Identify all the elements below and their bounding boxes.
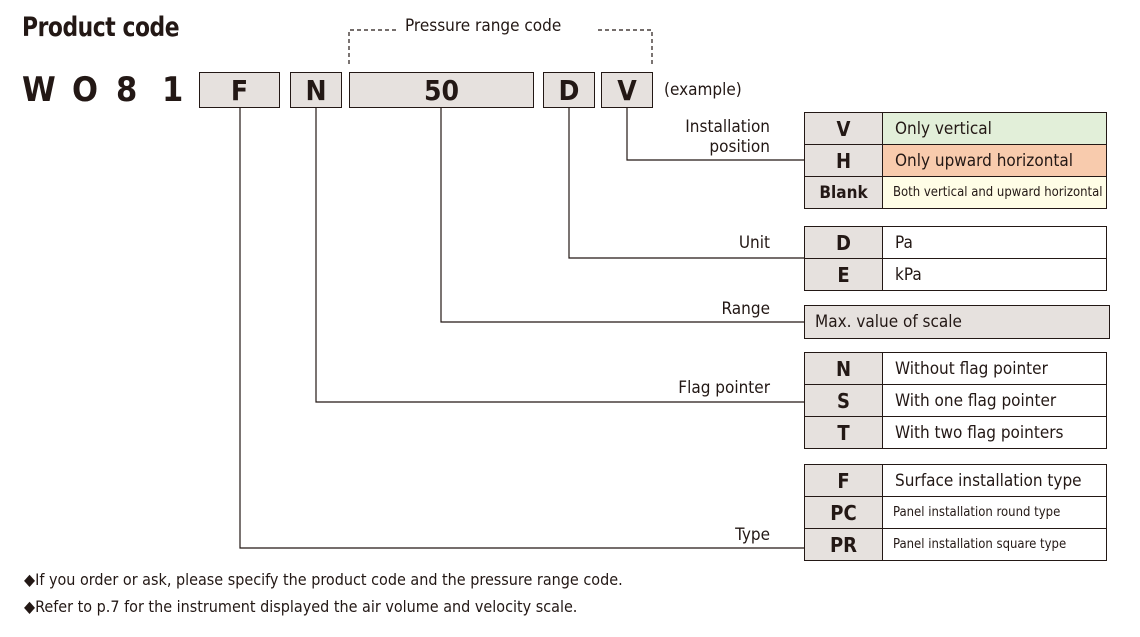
code-cell: PR: [804, 528, 883, 561]
unit-table: D Pa E kPa: [804, 226, 1107, 291]
table-row: V Only vertical: [804, 112, 1107, 145]
code-cell: PC: [804, 496, 883, 529]
unit-connector: [568, 108, 804, 259]
code-cell: T: [804, 416, 883, 449]
desc-cell: Only vertical: [882, 112, 1107, 145]
table-row: F Surface installation type: [804, 464, 1107, 497]
table-row: PC Panel installation round type: [804, 496, 1107, 529]
range-connector: [440, 108, 804, 323]
example-label: (example): [664, 80, 742, 100]
installation-table: V Only vertical H Only upward horizontal…: [804, 112, 1107, 209]
table-row: N Without flag pointer: [804, 352, 1107, 385]
code-box-unit: D: [543, 72, 595, 108]
code-box-range: 50: [349, 72, 534, 108]
desc-cell: Both vertical and upward horizontal: [882, 176, 1107, 209]
prefix-char-2: O: [72, 70, 98, 110]
installation-label: Installation position: [510, 117, 770, 157]
type-connector: [239, 108, 804, 549]
desc-cell: Only upward horizontal: [882, 144, 1107, 177]
desc-cell: Without flag pointer: [882, 352, 1107, 385]
note-2: ◆Refer to p.7 for the instrument display…: [24, 597, 578, 616]
table-row: H Only upward horizontal: [804, 144, 1107, 177]
code-cell: V: [804, 112, 883, 145]
code-box-flag: N: [290, 72, 342, 108]
range-label: Range: [721, 299, 770, 319]
code-cell: E: [804, 258, 883, 291]
range-desc: Max. value of scale: [804, 305, 1110, 339]
flag-table: N Without flag pointer S With one flag p…: [804, 352, 1107, 449]
type-table: F Surface installation type PC Panel ins…: [804, 464, 1107, 561]
code-cell: Blank: [804, 176, 883, 209]
type-label: Type: [735, 525, 770, 545]
table-row: D Pa: [804, 226, 1107, 259]
unit-label: Unit: [738, 233, 770, 253]
pressure-range-bracket-right: [598, 29, 653, 64]
code-box-type: F: [199, 72, 280, 108]
note-1: ◆If you order or ask, please specify the…: [24, 570, 623, 589]
flag-connector: [315, 108, 804, 403]
code-cell: N: [804, 352, 883, 385]
code-box-position: V: [601, 72, 653, 108]
desc-cell: Pa: [882, 226, 1107, 259]
installation-connector: [626, 108, 804, 161]
code-cell: S: [804, 384, 883, 417]
desc-cell: With one flag pointer: [882, 384, 1107, 417]
table-row: E kPa: [804, 258, 1107, 291]
code-cell: D: [804, 226, 883, 259]
code-cell: H: [804, 144, 883, 177]
desc-cell: Panel installation square type: [882, 528, 1107, 561]
desc-cell: Surface installation type: [882, 464, 1107, 497]
flag-label: Flag pointer: [678, 378, 770, 398]
prefix-char-3: 8: [116, 70, 138, 110]
code-cell: F: [804, 464, 883, 497]
installation-label-line1: Installation: [685, 117, 770, 137]
table-row: S With one flag pointer: [804, 384, 1107, 417]
prefix-char-4: 1: [162, 70, 184, 110]
page-title: Product code: [22, 12, 180, 43]
desc-cell: With two flag pointers: [882, 416, 1107, 449]
desc-cell: kPa: [882, 258, 1107, 291]
pressure-range-bracket-left: [348, 29, 398, 64]
desc-cell: Panel installation round type: [882, 496, 1107, 529]
table-row: Blank Both vertical and upward horizonta…: [804, 176, 1107, 209]
table-row: PR Panel installation square type: [804, 528, 1107, 561]
installation-label-line2: position: [709, 137, 770, 157]
pressure-range-label: Pressure range code: [399, 16, 568, 36]
table-row: T With two flag pointers: [804, 416, 1107, 449]
prefix-char-1: W: [22, 70, 56, 110]
